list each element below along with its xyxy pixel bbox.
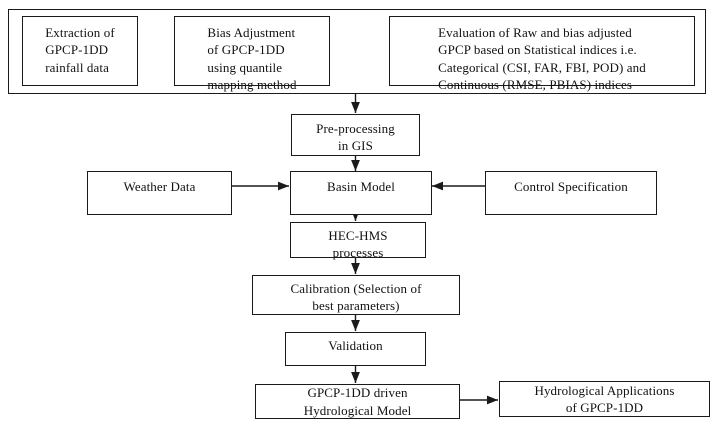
node-hec-hms-label: HEC-HMS processes [328,228,388,261]
node-applications[interactable]: Hydrological Applications of GPCP-1DD [499,381,710,417]
node-basin-model[interactable]: Basin Model [290,171,432,215]
node-weather-data-label: Weather Data [123,179,196,194]
node-validation[interactable]: Validation [285,332,426,366]
node-driven-model-label: GPCP-1DD driven Hydrological Model [303,385,412,418]
node-extraction[interactable]: Extraction of GPCP-1DD rainfall data [22,16,138,86]
node-calibration[interactable]: Calibration (Selection of best parameter… [252,275,460,315]
node-hec-hms[interactable]: HEC-HMS processes [290,222,426,260]
node-bias-adjustment-label: Bias Adjustment of GPCP-1DD using quanti… [207,25,297,92]
node-calibration-label: Calibration (Selection of best parameter… [290,281,422,314]
node-driven-model[interactable]: GPCP-1DD driven Hydrological Model [255,384,460,419]
node-basin-model-label: Basin Model [327,179,395,194]
node-preprocessing[interactable]: Pre-processing in GIS [291,114,420,156]
node-evaluation-label: Evaluation of Raw and bias adjusted GPCP… [438,25,646,92]
node-weather-data[interactable]: Weather Data [87,171,232,215]
node-evaluation[interactable]: Evaluation of Raw and bias adjusted GPCP… [389,16,695,92]
node-control-specification[interactable]: Control Specification [485,171,657,215]
node-bias-adjustment[interactable]: Bias Adjustment of GPCP-1DD using quanti… [174,16,330,92]
node-extraction-label: Extraction of GPCP-1DD rainfall data [45,25,115,75]
node-control-specification-label: Control Specification [514,179,628,194]
node-validation-label: Validation [328,338,383,353]
node-preprocessing-label: Pre-processing in GIS [316,121,395,154]
node-applications-label: Hydrological Applications of GPCP-1DD [534,382,675,415]
